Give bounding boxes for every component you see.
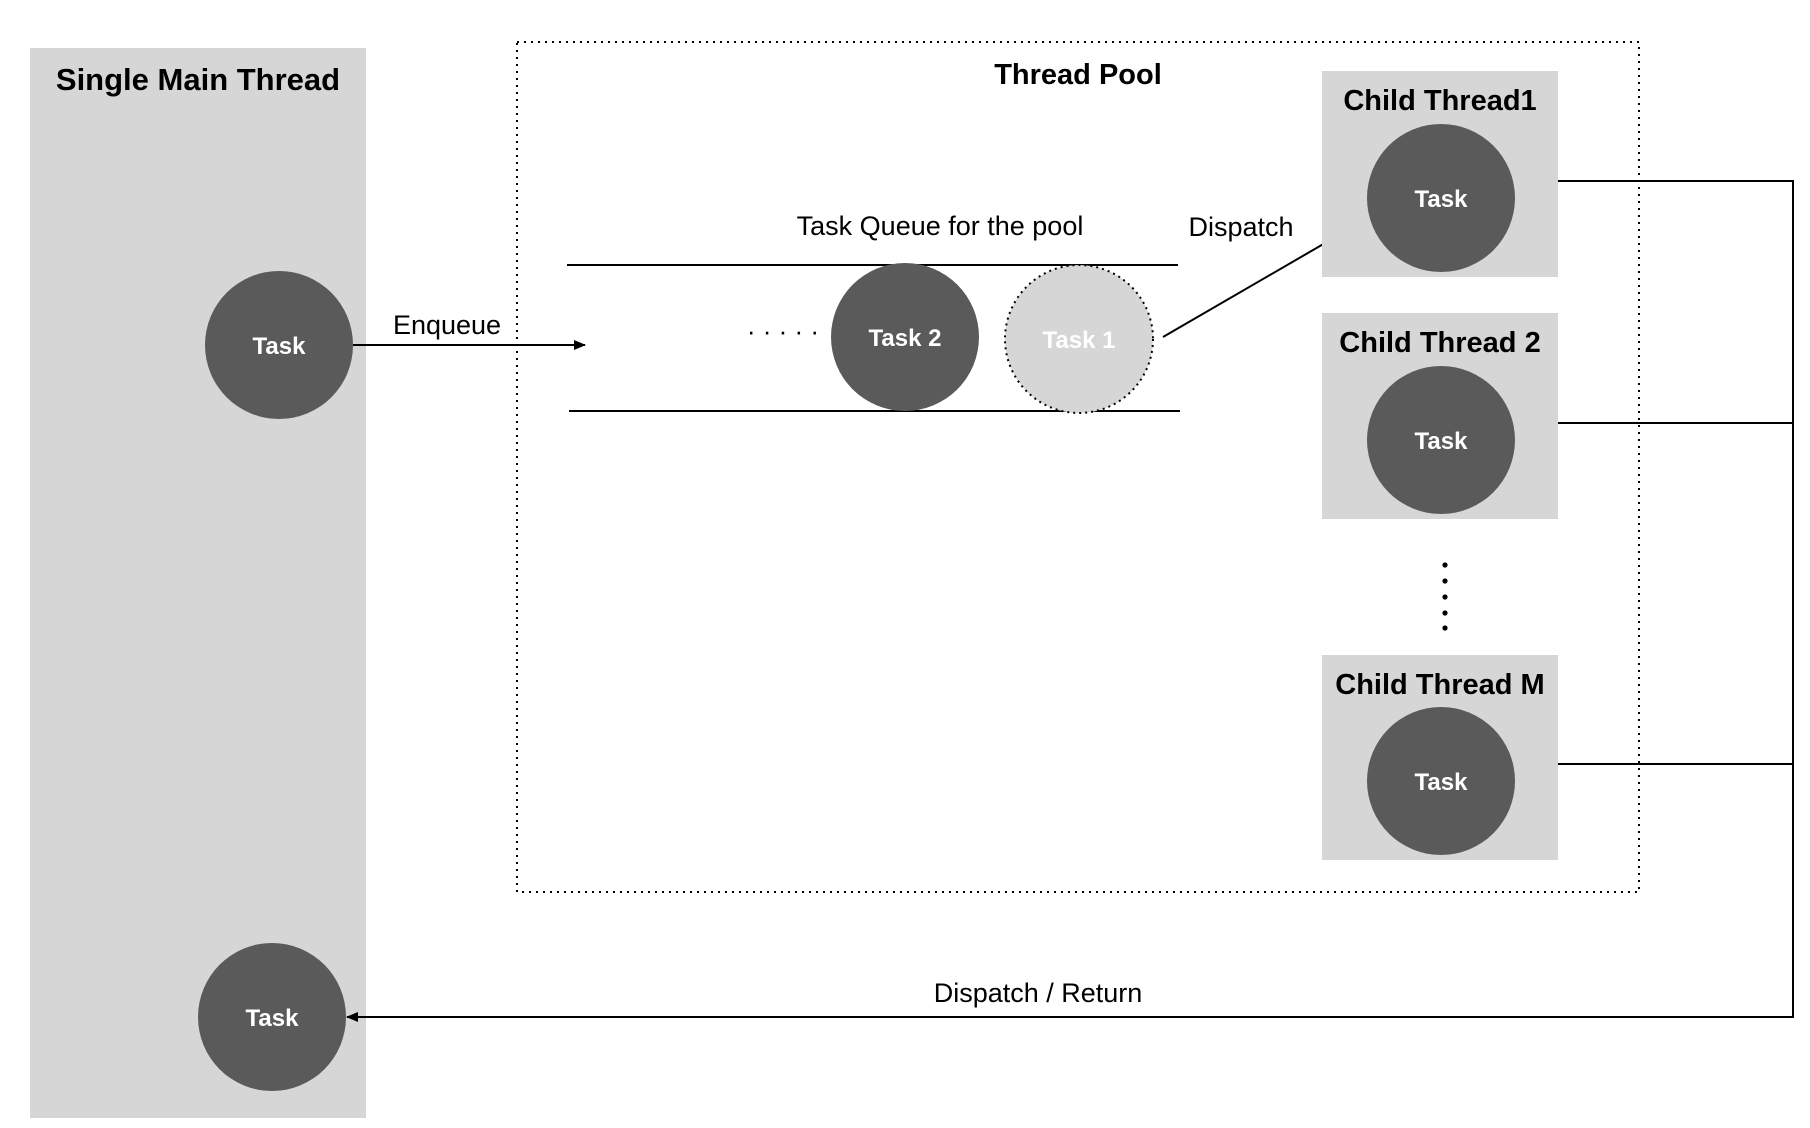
child-thread-m-title: Child Thread M — [1335, 669, 1544, 701]
thread-pool-title: Thread Pool — [994, 59, 1162, 91]
main-thread-task-circle-top — [205, 271, 353, 419]
main-thread-task-circle-bottom — [198, 943, 346, 1091]
return-connectors — [1558, 180, 1794, 1017]
main-thread-title: Single Main Thread — [56, 62, 340, 97]
enqueue-label: Enqueue — [393, 310, 501, 340]
child-thread-1-task-label: Task — [1415, 186, 1469, 213]
child-thread-1-task-circle — [1367, 124, 1515, 272]
child-thread-2-task-circle — [1367, 366, 1515, 514]
queue-task1-label: Task 1 — [1043, 327, 1116, 354]
main-thread-task-label-bottom: Task — [246, 1005, 300, 1032]
child-threads-vertical-ellipsis — [1442, 562, 1448, 631]
task-queue-ellipsis: · · · · · — [747, 316, 819, 346]
dispatch-return-label: Dispatch / Return — [934, 978, 1143, 1008]
child-thread-m-task-label: Task — [1415, 769, 1469, 796]
child-thread-1-title: Child Thread1 — [1343, 85, 1536, 117]
queue-task2-label: Task 2 — [869, 325, 942, 352]
child-thread-2-task-label: Task — [1415, 428, 1469, 455]
dispatch-label: Dispatch — [1188, 212, 1293, 242]
thread-pool-boundary — [516, 41, 1640, 893]
main-thread-task-label-top: Task — [253, 333, 307, 360]
queue-task1-circle — [1004, 264, 1154, 414]
queue-task2-circle — [831, 263, 979, 411]
task-queue-label: Task Queue for the pool — [797, 211, 1084, 241]
child-thread-m-task-circle — [1367, 707, 1515, 855]
main-thread-panel — [30, 48, 366, 1118]
child-thread-2-title: Child Thread 2 — [1339, 327, 1540, 359]
